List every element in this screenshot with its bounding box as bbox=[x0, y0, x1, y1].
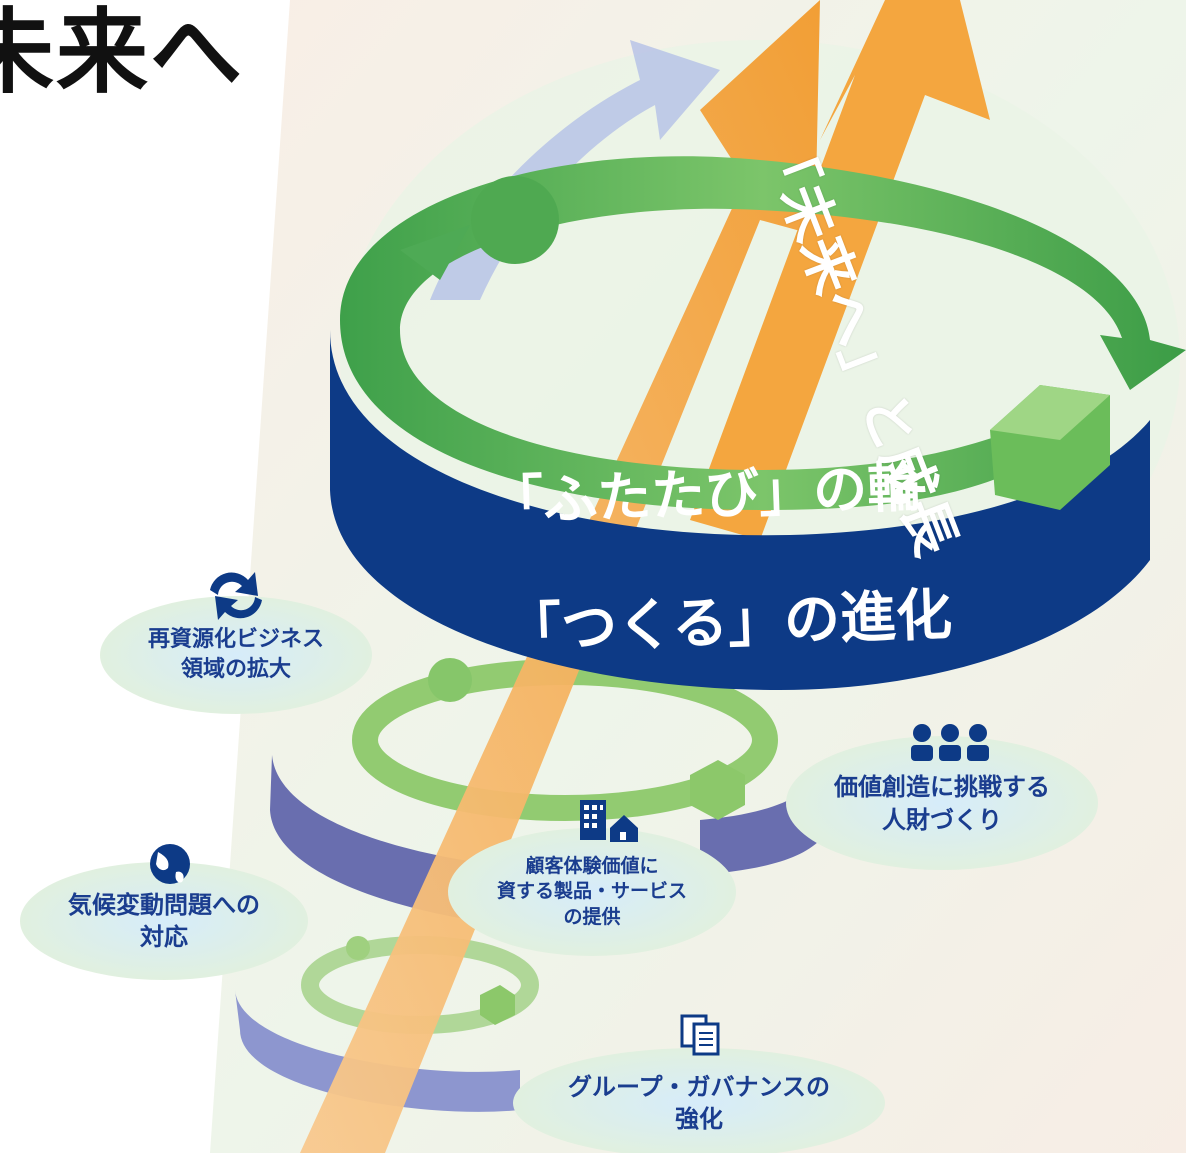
growth-arrow-head bbox=[690, 0, 990, 540]
theme-people-line1: 価値創造に挑戦する bbox=[834, 773, 1050, 802]
theme-climate-line1: 気候変動問題への bbox=[68, 890, 260, 919]
theme-climate: 気候変動問題への 対応 bbox=[20, 862, 308, 980]
theme-customer-line1: 顧客体験価値に bbox=[525, 854, 659, 877]
page-title: 未来へ bbox=[0, 0, 245, 106]
bubble-governance-bg bbox=[513, 1048, 885, 1153]
theme-people: 価値創造に挑戦する 人財づくり bbox=[786, 737, 1098, 870]
theme-governance-line1: グループ・ガバナンスの bbox=[567, 1072, 831, 1101]
people-icon bbox=[911, 724, 989, 761]
growth-arrow bbox=[300, 0, 820, 1153]
ring-small-ball bbox=[346, 936, 370, 960]
ring-mid-cube bbox=[690, 760, 745, 820]
ring-label-upper: 「ふたたび」の輪 bbox=[488, 455, 923, 534]
globe-icon bbox=[150, 844, 190, 884]
ring-mid-ball bbox=[428, 658, 472, 702]
theme-customer: 顧客体験価値に 資する製品・サービス の提供 bbox=[448, 828, 736, 956]
theme-governance: グループ・ガバナンスの 強化 bbox=[513, 1048, 885, 1158]
theme-resource-line2: 領域の拡大 bbox=[180, 657, 291, 682]
ring-mid-band-right bbox=[700, 770, 820, 875]
ring-big-ball bbox=[471, 176, 559, 264]
theme-people-line2: 人財づくり bbox=[882, 805, 1002, 834]
ring-small-band bbox=[235, 990, 520, 1112]
bubble-people-bg bbox=[786, 736, 1098, 870]
theme-resource-line1: 再資源化ビジネス bbox=[147, 627, 324, 653]
ring-big-band bbox=[330, 330, 1150, 690]
bubble-resource-bg bbox=[100, 596, 372, 714]
ring-big-cube-top bbox=[990, 385, 1110, 440]
bubble-customer-bg bbox=[448, 828, 736, 956]
bubble-climate-bg bbox=[20, 862, 308, 980]
recycle-icon bbox=[210, 572, 262, 620]
theme-governance-line2: 強化 bbox=[675, 1105, 723, 1133]
buildings-icon bbox=[580, 800, 638, 842]
theme-customer-line2: 資する製品・サービス bbox=[496, 880, 687, 903]
theme-customer-line3: の提供 bbox=[563, 905, 621, 928]
ring-big-arrowhead bbox=[400, 225, 470, 280]
theme-resource: 再資源化ビジネス 領域の拡大 bbox=[100, 596, 372, 714]
document-icon bbox=[680, 1014, 720, 1056]
ring-label-lower: 「つくる」の進化 bbox=[504, 582, 954, 664]
theme-climate-line2: 対応 bbox=[140, 923, 188, 951]
ring-small-cube bbox=[480, 985, 515, 1025]
